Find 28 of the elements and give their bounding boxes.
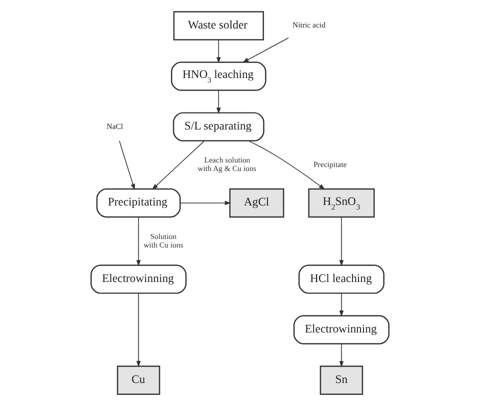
arrow: [339, 216, 344, 266]
node-box: AgCl: [229, 188, 284, 218]
edge-label: Solution with Cu ions: [144, 232, 184, 250]
node-box: Electrowinning: [293, 315, 390, 344]
node-box: Precipitating: [96, 188, 181, 218]
arrow: [216, 40, 221, 64]
arrow: [216, 90, 221, 114]
node-box: Sn: [320, 366, 364, 395]
arrow: [180, 200, 232, 206]
edge-label: Leach solution with Ag & Cu ions: [198, 156, 256, 174]
arrow: [339, 292, 344, 317]
node-box: Waste solder: [173, 11, 264, 40]
edge-label: Precipitate: [313, 160, 347, 170]
node-box: HNO$_{3}$ leaching: [170, 62, 266, 91]
arrow: [136, 293, 141, 368]
node-box: Electrowinning: [90, 264, 187, 294]
node-box: H$_{2}$SnO$_{3}$: [308, 188, 375, 218]
arrow: [152, 140, 205, 190]
node-box: S/L separating: [172, 112, 264, 142]
arrow: [248, 140, 326, 190]
arrow: [339, 344, 344, 368]
node-text: NaCl: [106, 122, 124, 131]
arrow: [242, 37, 289, 63]
arrow: [119, 140, 135, 190]
node-text: Nitric acid: [292, 20, 326, 30]
arrow: [136, 216, 141, 266]
node-box: HCl leaching: [298, 264, 384, 294]
node-box: Cu: [116, 366, 160, 395]
